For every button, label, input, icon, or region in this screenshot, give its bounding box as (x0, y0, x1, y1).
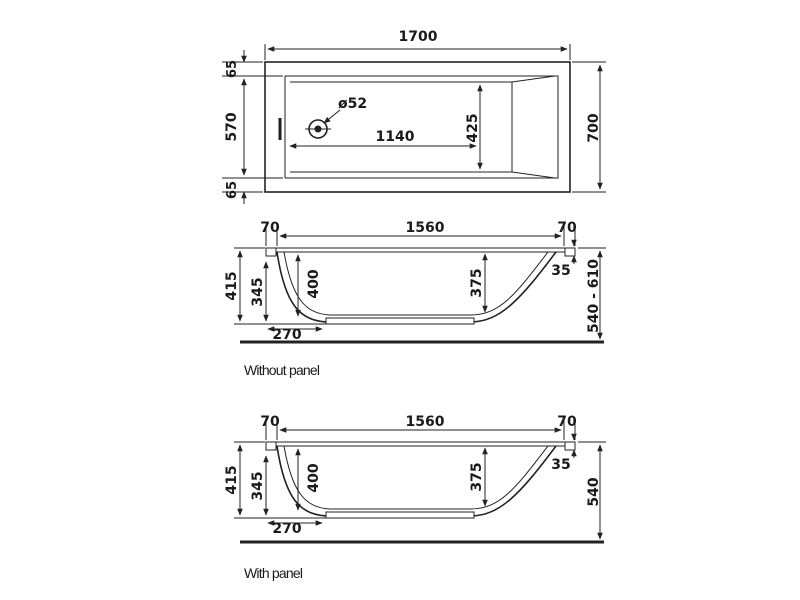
dimension-rim-right: 70 (557, 414, 577, 430)
dimension-floor-length: 1140 (376, 129, 415, 145)
dimension-total-height: 415 (224, 465, 240, 494)
side-view-with-panel: 70 1560 70 415 345 400 270 375 35 540 Wi… (224, 414, 606, 581)
dimension-install-height: 540 (586, 477, 602, 506)
dimension-floor-offset: 270 (272, 521, 301, 537)
tub-inner-rim (285, 75, 559, 179)
rim-right-block (564, 247, 576, 257)
dimension-inner-depth: 345 (250, 277, 266, 306)
dimension-rim-top: 65 (225, 60, 240, 78)
tub-outline-top (264, 61, 571, 193)
dimension-rim-thickness: 35 (551, 457, 570, 473)
dimension-inner-width: 570 (224, 112, 240, 141)
dimension-install-height: 540 - 610 (586, 259, 602, 333)
dimension-inner-length: 1560 (406, 220, 445, 236)
dimension-floor-width: 425 (465, 113, 481, 142)
dimension-rim-left: 70 (260, 220, 280, 236)
dimension-rim-right: 70 (557, 220, 577, 236)
rim-left-block (265, 247, 277, 257)
dimension-rim-thickness: 35 (551, 263, 570, 279)
dimension-depth-left: 400 (306, 269, 322, 298)
caption-with-panel: With panel (244, 565, 303, 581)
dimension-depth-left: 400 (306, 463, 322, 492)
drain-icon (305, 119, 331, 139)
tub-rim-line (268, 247, 574, 253)
tub-rim-line (268, 441, 574, 447)
dimension-inner-length: 1560 (406, 414, 445, 430)
dimension-depth-right: 375 (469, 268, 485, 297)
dimension-width: 700 (586, 113, 602, 142)
caption-without-panel: Without panel (244, 362, 320, 378)
dimension-length: 1700 (399, 29, 438, 45)
rim-left-block (265, 441, 277, 451)
dimension-depth-right: 375 (469, 462, 485, 491)
dimension-rim-bottom: 65 (225, 181, 240, 199)
drain-diameter-label: ø52 (338, 96, 367, 112)
dimension-rim-left: 70 (260, 414, 280, 430)
side-view-without-panel: 70 1560 70 415 345 400 270 375 35 540 - … (224, 220, 606, 378)
tub-floor-outline (290, 75, 556, 179)
dimension-inner-depth: 345 (250, 471, 266, 500)
dimension-floor-offset: 270 (272, 327, 301, 343)
top-view: ø52 1700 700 65 570 65 1140 425 (222, 29, 606, 204)
dimension-total-height: 415 (224, 271, 240, 300)
rim-right-block (564, 441, 576, 451)
